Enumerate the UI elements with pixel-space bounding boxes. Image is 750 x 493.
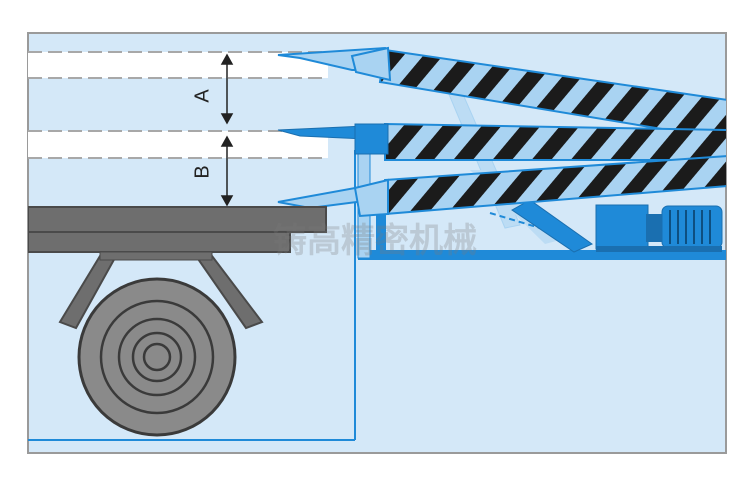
watermark-text: 铸高精密机械 xyxy=(273,221,477,260)
ramp-edge-lower xyxy=(353,178,389,218)
pit-post-right xyxy=(376,200,386,258)
ramp-edge-upper xyxy=(350,46,392,82)
label-b: B xyxy=(191,165,213,178)
leveler-base-rail xyxy=(358,250,726,260)
ramp-edge-middle xyxy=(354,123,389,155)
label-a: A xyxy=(191,89,213,103)
upper-level-band xyxy=(28,52,328,78)
motor-foot xyxy=(596,246,722,252)
truck-wheel xyxy=(77,277,237,437)
dimension-arrow-a xyxy=(220,53,234,125)
ramp-deck-middle xyxy=(384,122,726,161)
support-dashed-link xyxy=(489,212,581,241)
truck-bed-lower xyxy=(28,231,291,253)
fender-top xyxy=(99,251,213,261)
pump-connector xyxy=(646,214,662,242)
middle-level-band xyxy=(28,131,328,158)
dimension-arrow-b xyxy=(220,135,234,207)
motor-fins xyxy=(669,210,711,244)
pump-block xyxy=(595,204,649,250)
truck-bed-top xyxy=(28,206,327,233)
